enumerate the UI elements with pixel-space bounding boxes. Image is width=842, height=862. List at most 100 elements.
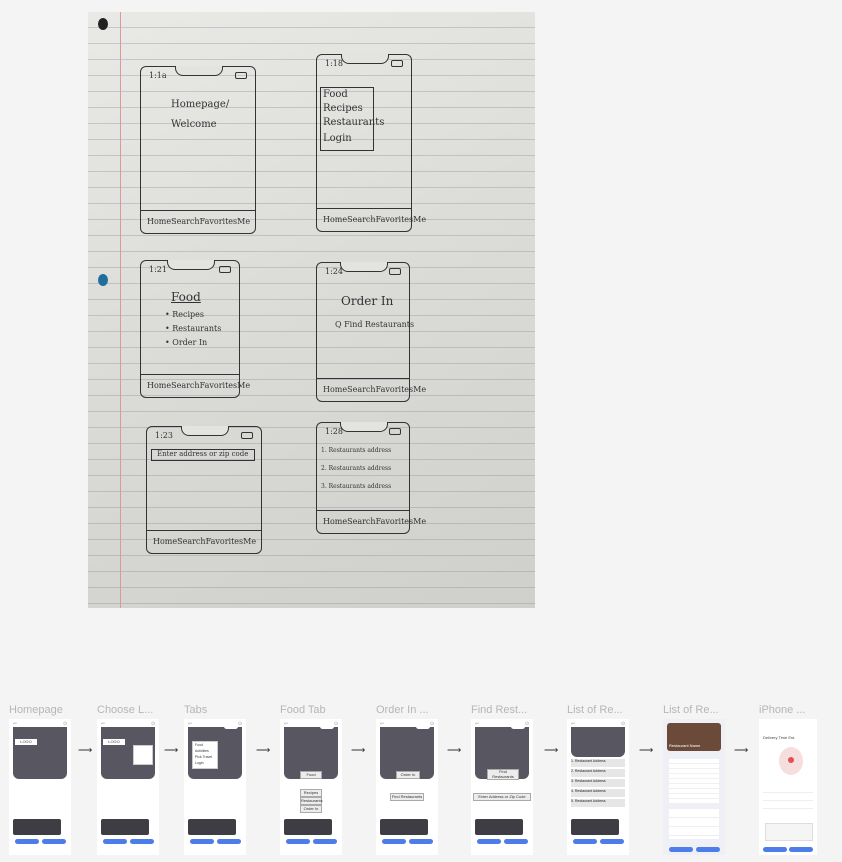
arrow-icon: ⟶: [544, 745, 559, 756]
sketch-nav-search: Search: [171, 380, 200, 390]
list-item[interactable]: 2. Restaurant Address: [571, 769, 625, 777]
sketch-text: Enter address or zip code: [157, 450, 249, 458]
sketch-time: 1:28: [325, 427, 343, 436]
list-item[interactable]: 5. Restaurant Address: [571, 799, 625, 807]
sketch-order-in: 1:24 Order In Q Find Restaurants Home Se…: [316, 262, 426, 402]
arrow-icon: ⟶: [78, 745, 93, 756]
sketch-text: Welcome: [171, 119, 217, 130]
arrow-icon: ⟶: [734, 745, 749, 756]
sketch-find-restaurants: 1:23 Enter address or zip code Home Sear…: [146, 426, 262, 554]
sketch-time: 1:21: [149, 265, 167, 274]
sketch-nav-favorites: Favorites: [205, 536, 244, 546]
frame-choose-language[interactable]: ⇐⊙ LOGO: [97, 719, 159, 855]
frame-find-restaurants[interactable]: ⇐⊙ Find Restaurants Enter Address or Zip…: [471, 719, 533, 855]
list-item[interactable]: 3. Restaurant Address: [571, 779, 625, 787]
menu-item[interactable]: Food: [195, 743, 203, 747]
ruled-lines: [88, 12, 535, 608]
arrow-icon: ⟶: [447, 745, 462, 756]
option-item[interactable]: Find Restaurants: [390, 793, 424, 801]
frame-label[interactable]: Choose L...: [97, 704, 154, 716]
frame-homepage[interactable]: ⇐⊙ LOGO: [9, 719, 71, 855]
arrow-icon: ⟶: [351, 745, 366, 756]
sketch-text: Food: [323, 89, 348, 100]
sketch-nav-me: Me: [237, 216, 251, 226]
option-item[interactable]: Recipes: [300, 789, 322, 797]
sketch-text: Recipes: [323, 103, 363, 114]
frame-food-tab[interactable]: ⇐⊙ Food Recipes Restaurants Order In: [280, 719, 342, 855]
location-pin-icon: [788, 757, 794, 763]
sketch-nav-home: Home: [323, 384, 348, 394]
frame-label[interactable]: Order In ...: [376, 704, 429, 716]
food-button[interactable]: Food: [300, 771, 322, 779]
sketch-nav-me: Me: [413, 384, 427, 394]
frame-label[interactable]: List of Re...: [567, 704, 623, 716]
sketch-text: • Order In: [165, 338, 208, 347]
frame-label[interactable]: List of Re...: [663, 704, 719, 716]
sketch-photo: 1:1a Homepage/ Welcome Home Search Favor…: [88, 12, 535, 608]
order-in-button[interactable]: Order In: [396, 771, 420, 779]
logo-chip: LOGO: [103, 739, 125, 745]
sketch-text: 1. Restaurants address: [321, 447, 392, 454]
sketch-time: 1:1a: [149, 71, 167, 80]
arrow-icon: ⟶: [164, 745, 179, 756]
sketch-nav-home: Home: [147, 216, 172, 226]
frame-restaurant-list[interactable]: ⇐⊙ 1. Restaurant Address 2. Restaurant A…: [567, 719, 629, 855]
sketch-restaurant-list: 1:28 1. Restaurants address 2. Restauran…: [316, 422, 426, 534]
option-item[interactable]: Restaurants: [300, 797, 323, 805]
logo-chip: LOGO: [15, 739, 37, 745]
frame-label[interactable]: iPhone ...: [759, 704, 806, 716]
option-item[interactable]: Order In: [300, 805, 322, 813]
delivery-title: Delivery Time Est.: [763, 735, 796, 740]
sketch-text: 2. Restaurants address: [321, 465, 392, 472]
menu-item[interactable]: Pick Travel: [195, 755, 213, 759]
sketch-time: 1:24: [325, 267, 343, 276]
sketch-nav-search: Search: [347, 384, 376, 394]
sketch-nav-search: Search: [171, 216, 200, 226]
sketch-nav-me: Me: [243, 536, 257, 546]
sketch-nav-favorites: Favorites: [375, 214, 414, 224]
sketch-nav-me: Me: [413, 516, 427, 526]
binder-hole: [98, 18, 108, 30]
binder-hole: [98, 274, 108, 286]
list-item[interactable]: 1. Restaurant Address: [571, 759, 625, 767]
restaurant-photo: [667, 723, 721, 751]
sketch-nav-favorites: Favorites: [375, 516, 414, 526]
find-restaurants-button[interactable]: Find Restaurants: [487, 769, 519, 780]
sketch-homepage: 1:1a Homepage/ Welcome Home Search Favor…: [140, 66, 256, 234]
sketch-text: Order In: [341, 294, 394, 308]
sketch-text: Login: [323, 133, 352, 144]
sketch-nav-favorites: Favorites: [199, 380, 238, 390]
frame-iphone-map[interactable]: Delivery Time Est.: [759, 719, 817, 855]
frame-tabs[interactable]: ⇐⊙ Food Activities Pick Travel Login: [184, 719, 246, 855]
sketch-time: 1:18: [325, 59, 343, 68]
frame-label[interactable]: Find Rest...: [471, 704, 528, 716]
sketch-nav-search: Search: [347, 516, 376, 526]
sketch-text: • Recipes: [165, 310, 205, 319]
frame-label[interactable]: Food Tab: [280, 704, 326, 716]
frame-restaurant-detail[interactable]: Restaurant Name: [663, 719, 725, 855]
sketch-time: 1:23: [155, 431, 173, 440]
sketch-text: • Restaurants: [165, 324, 222, 333]
sketch-nav-favorites: Favorites: [199, 216, 238, 226]
sketch-tabs: 1:18 Food Recipes Restaurants Login Home…: [316, 54, 426, 232]
sketch-nav-home: Home: [153, 536, 178, 546]
sketch-food-tab: 1:21 Food • Recipes • Restaurants • Orde…: [140, 260, 250, 398]
menu-item[interactable]: Activities: [195, 749, 209, 753]
address-input[interactable]: Enter Address or Zip Code: [473, 793, 531, 801]
margin-line: [120, 12, 121, 608]
frame-label[interactable]: Homepage: [9, 704, 63, 716]
sketch-text: 3. Restaurants address: [321, 483, 392, 490]
sketch-nav-me: Me: [413, 214, 427, 224]
restaurant-name: Restaurant Name: [669, 743, 701, 748]
arrow-icon: ⟶: [639, 745, 654, 756]
sketch-nav-home: Home: [323, 516, 348, 526]
frame-label[interactable]: Tabs: [184, 704, 208, 716]
sketch-nav-home: Home: [147, 380, 172, 390]
sketch-text: Food: [171, 290, 201, 304]
sketch-nav-search: Search: [347, 214, 376, 224]
list-item[interactable]: 4. Restaurant Address: [571, 789, 625, 797]
sketch-nav-home: Home: [323, 214, 348, 224]
frame-order-in[interactable]: ⇐⊙ Order In Find Restaurants: [376, 719, 438, 855]
sketch-text: Homepage/: [171, 99, 230, 110]
menu-item[interactable]: Login: [195, 761, 204, 765]
